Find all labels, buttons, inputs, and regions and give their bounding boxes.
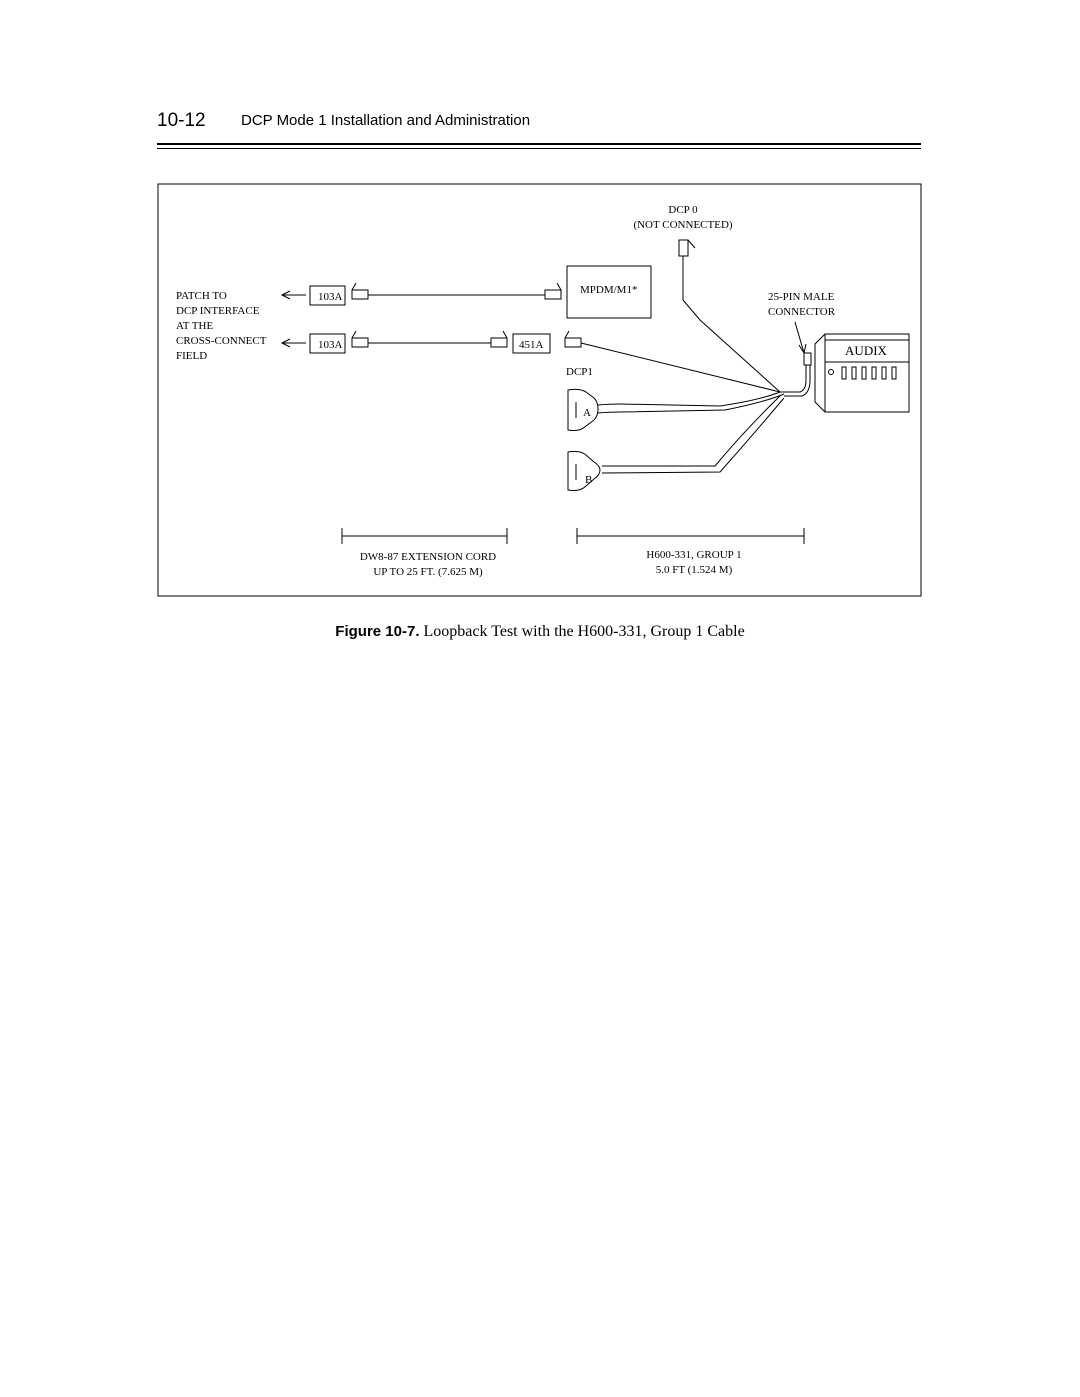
pin-connector-label-1: 25-PIN MALE: [768, 291, 835, 303]
cable-dimension: [576, 528, 805, 544]
jack-103a-top-label: 103A: [318, 291, 343, 303]
patch-arrow-bottom: [280, 338, 306, 348]
patch-to-label: PATCH TO DCP INTERFACE AT THE CROSS-CONN…: [176, 290, 267, 362]
adapter-451a-label: 451A: [519, 339, 544, 351]
jack-103a-bottom: [309, 333, 346, 354]
audix-label: AUDIX: [845, 343, 887, 358]
header-rule-thin: [157, 148, 921, 149]
cable-length: 5.0 FT (1.524 M): [656, 564, 733, 576]
adapter-451a: [512, 333, 551, 354]
jack-103a-top: [309, 285, 346, 306]
svg-text:FIELD: FIELD: [176, 350, 207, 362]
figure-caption-label: Figure 10-7.: [335, 623, 420, 640]
audix-unit: [814, 333, 910, 413]
extension-cord-length: UP TO 25 FT. (7.625 M): [373, 566, 483, 578]
jack-103a-bottom-label: 103A: [318, 339, 343, 351]
mpdm-box: [566, 265, 652, 319]
dcp1-label: DCP1: [566, 366, 593, 378]
svg-text:AT THE: AT THE: [176, 320, 213, 332]
pin-connector-tip: [803, 352, 812, 366]
port-a-label: A: [583, 407, 591, 419]
loopback-diagram: PATCH TO DCP INTERFACE AT THE CROSS-CONN…: [157, 183, 922, 597]
page-number: 10-12: [157, 110, 206, 131]
svg-text:DCP INTERFACE: DCP INTERFACE: [176, 305, 260, 317]
figure-caption-text: Loopback Test with the H600-331, Group 1…: [423, 623, 745, 640]
running-header-title: DCP Mode 1 Installation and Administrati…: [241, 112, 531, 129]
extension-cord-dimension: [341, 528, 508, 544]
dcp0-label: DCP 0: [668, 204, 698, 216]
h600-cable-harness: [580, 299, 811, 474]
pin-connector-pointer: [794, 321, 805, 354]
dcp1-plug: [564, 330, 582, 348]
svg-text:PATCH TO: PATCH TO: [176, 290, 227, 302]
extension-cord-label: DW8-87 EXTENSION CORD: [360, 551, 496, 563]
svg-text:CROSS-CONNECT: CROSS-CONNECT: [176, 335, 267, 347]
header-rule-thick: [157, 143, 921, 145]
cable-label: H600-331, GROUP 1: [646, 549, 741, 561]
dcp0-plug: [678, 239, 696, 300]
extension-cord-bottom: [351, 330, 508, 348]
patch-arrow-top: [280, 290, 306, 300]
mpdm-label: MPDM/M1*: [580, 284, 637, 296]
pin-connector-label-2: CONNECTOR: [768, 306, 836, 318]
diagram-frame: [157, 183, 922, 597]
dcp0-note: (NOT CONNECTED): [633, 219, 732, 231]
port-b-connector: [567, 450, 601, 491]
port-b-label: B: [585, 474, 592, 486]
figure-caption: Figure 10-7. Loopback Test with the H600…: [0, 623, 1080, 641]
port-a-connector: [567, 388, 599, 431]
extension-cord-top: [351, 282, 562, 300]
